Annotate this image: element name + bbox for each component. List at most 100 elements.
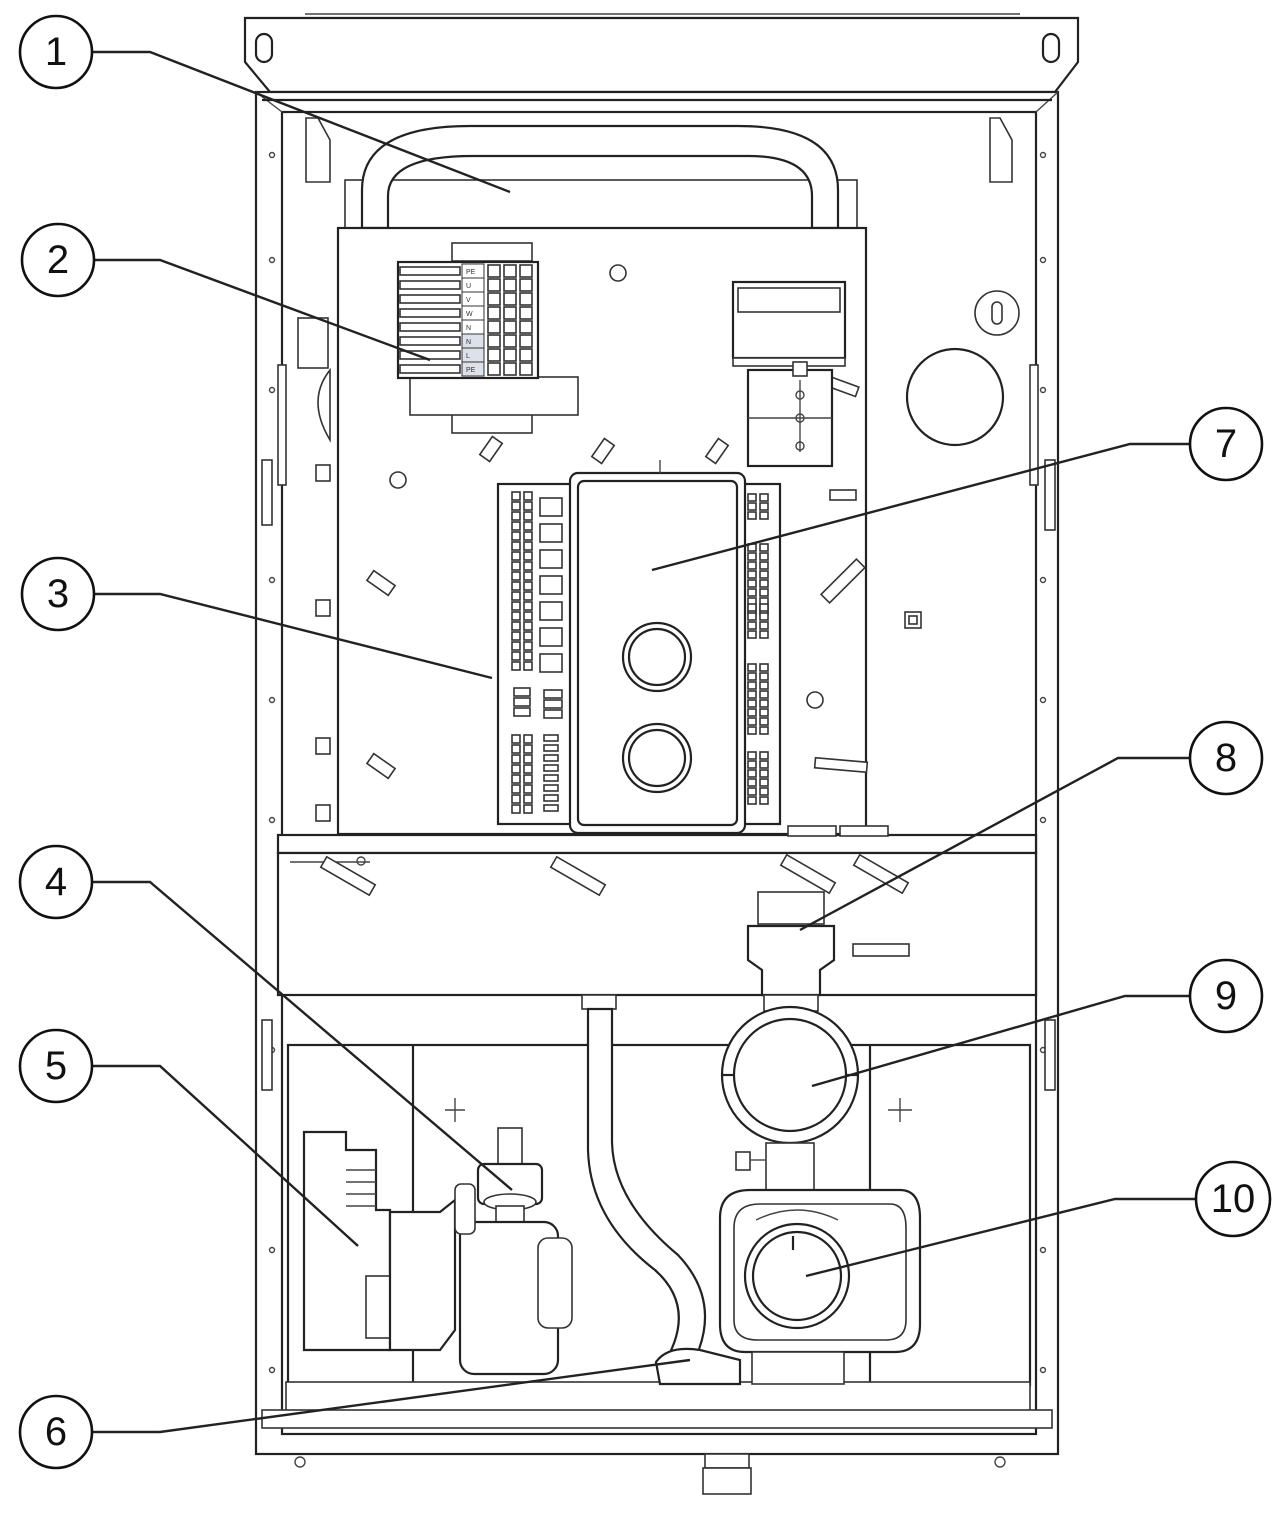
board-pin xyxy=(523,541,533,551)
terminal-wire xyxy=(399,280,461,290)
board-pin xyxy=(523,661,533,671)
terminal-screw xyxy=(487,292,501,306)
board-relay xyxy=(539,575,563,595)
terminal-wire xyxy=(399,308,461,318)
leader-8 xyxy=(799,756,1190,932)
board-relay xyxy=(539,627,563,647)
callout-5-label: 5 xyxy=(45,1044,67,1088)
board-pin xyxy=(543,709,563,719)
board-pin xyxy=(543,699,563,709)
board-pin xyxy=(747,672,757,681)
board-relay xyxy=(539,549,563,569)
terminal-wire xyxy=(399,294,461,304)
board-pin xyxy=(747,603,757,612)
board-pin xyxy=(523,561,533,571)
board-pin xyxy=(747,663,757,672)
valve-assembly xyxy=(454,1127,573,1376)
board-pin xyxy=(543,784,559,792)
board-pin xyxy=(759,621,769,630)
terminal-wire xyxy=(399,322,461,332)
board-pin xyxy=(523,581,533,591)
board-pin xyxy=(747,570,757,579)
board-pin xyxy=(511,734,521,744)
board-pin xyxy=(747,787,757,796)
board-pin xyxy=(759,760,769,769)
callout-2: 2 xyxy=(20,222,96,298)
terminal-screw xyxy=(503,320,517,334)
board-pin xyxy=(511,531,521,541)
board-pin xyxy=(511,541,521,551)
board-pin xyxy=(543,804,559,812)
board-pin xyxy=(747,511,757,520)
board-pin xyxy=(523,621,533,631)
callout-10-label: 10 xyxy=(1211,1177,1256,1221)
board-relay xyxy=(539,523,563,543)
board-pin xyxy=(523,744,533,754)
board-pin xyxy=(511,611,521,621)
board-pin xyxy=(523,641,533,651)
callout-1-label: 1 xyxy=(45,30,67,74)
callout-3: 3 xyxy=(20,556,96,632)
board-pin xyxy=(543,794,559,802)
board-pin xyxy=(759,630,769,639)
terminal-screw xyxy=(487,334,501,348)
board-pin xyxy=(759,570,769,579)
callout-8: 8 xyxy=(1188,720,1264,796)
callout-9: 9 xyxy=(1188,958,1264,1034)
board-pin xyxy=(759,579,769,588)
terminal-screw xyxy=(503,334,517,348)
separator-shelf xyxy=(276,825,1038,997)
board-pin xyxy=(523,631,533,641)
terminal-screw xyxy=(519,362,533,376)
board-pin xyxy=(759,612,769,621)
callout-6: 6 xyxy=(18,1394,94,1470)
board-pin xyxy=(747,588,757,597)
board-pin xyxy=(523,521,533,531)
board-pin xyxy=(759,493,769,502)
board-pin xyxy=(543,744,559,752)
board-pin xyxy=(759,663,769,672)
board-pin xyxy=(747,493,757,502)
controller-board xyxy=(496,460,782,835)
board-pin xyxy=(543,754,559,762)
board-pin xyxy=(759,726,769,735)
board-pin xyxy=(511,804,521,814)
board-pin xyxy=(511,764,521,774)
board-pin xyxy=(523,531,533,541)
terminal-wire xyxy=(399,266,461,276)
board-pin xyxy=(511,621,521,631)
board-pin xyxy=(759,502,769,511)
board-pin xyxy=(747,561,757,570)
board-pin xyxy=(747,760,757,769)
callout-7-label: 7 xyxy=(1215,422,1237,466)
callout-5: 5 xyxy=(18,1028,94,1104)
terminal-label: N xyxy=(466,325,471,332)
board-pin xyxy=(523,754,533,764)
board-pin xyxy=(511,591,521,601)
board-pin xyxy=(747,681,757,690)
board-pin xyxy=(523,591,533,601)
board-pin xyxy=(511,511,521,521)
sensor-fitting xyxy=(746,891,836,1012)
board-pin xyxy=(747,796,757,805)
board-pin xyxy=(511,784,521,794)
board-pin xyxy=(747,690,757,699)
board-pin xyxy=(523,551,533,561)
board-pin xyxy=(511,631,521,641)
board-pin xyxy=(511,521,521,531)
board-pin xyxy=(759,552,769,561)
callout-6-label: 6 xyxy=(45,1410,67,1454)
mounting-bracket xyxy=(243,13,1080,94)
board-pin xyxy=(759,543,769,552)
board-pin xyxy=(747,699,757,708)
terminal-screw xyxy=(487,264,501,278)
board-pin xyxy=(511,601,521,611)
valve-actuator xyxy=(718,1188,922,1385)
board-pin xyxy=(523,501,533,511)
board-pin xyxy=(747,778,757,787)
terminal-screw xyxy=(503,292,517,306)
hose xyxy=(581,994,742,1386)
terminal-screw xyxy=(503,278,517,292)
board-pin xyxy=(759,751,769,760)
